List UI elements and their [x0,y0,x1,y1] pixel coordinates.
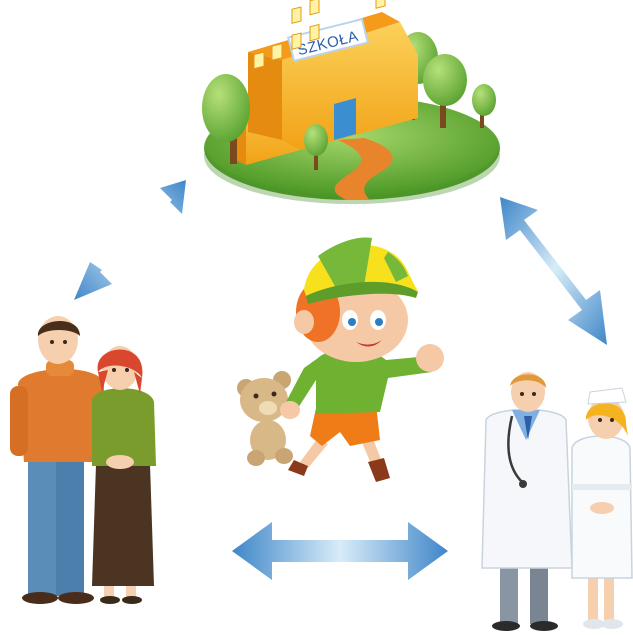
double-arrow-icon [500,197,607,345]
school-door [334,98,356,140]
school-illustration: SZKOŁA [202,0,500,204]
tree-icon [423,54,467,128]
tree-icon [304,124,328,170]
nurse-figure [571,387,633,629]
teddy-bear-icon [237,371,293,466]
stethoscope-icon [507,415,523,483]
father-figure [10,316,104,604]
parents-icon [10,316,156,604]
school-windows [253,0,404,70]
doctor-and-nurse-icon [481,372,633,631]
school-path [334,138,393,200]
doctor-figure [481,372,573,631]
double-arrow-icon [232,522,448,580]
mother-figure [92,346,156,604]
boy-with-teddy-bear-icon [237,237,444,482]
tree-icon [202,74,250,164]
tree-icon [472,84,496,128]
double-arrow-icon [74,180,186,300]
nurse-cap-icon [587,387,627,405]
